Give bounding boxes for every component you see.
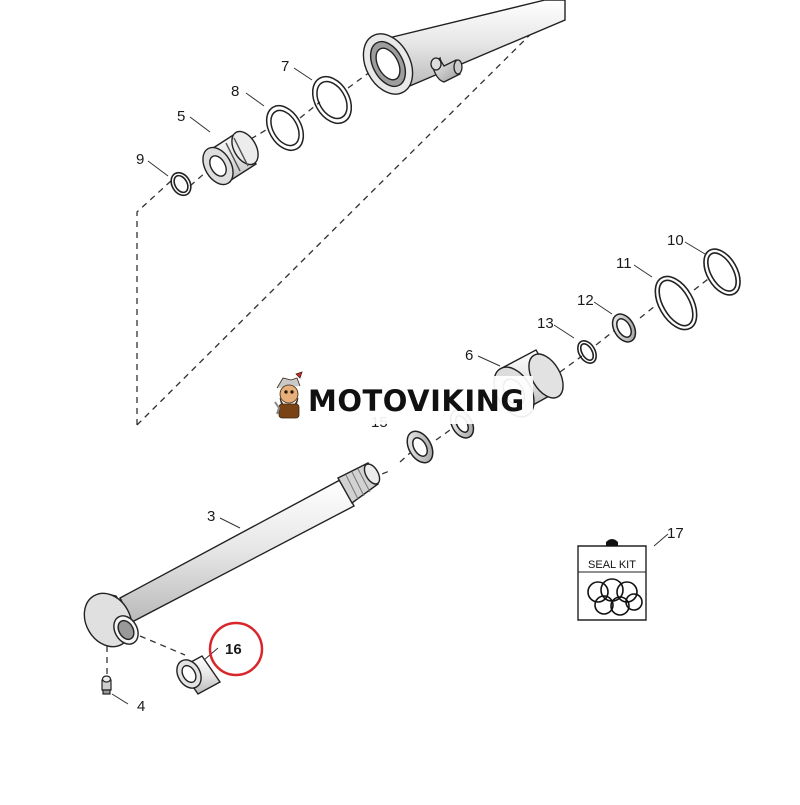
ring-part-7	[311, 75, 353, 125]
rod-eye	[83, 592, 139, 648]
ring-part-11	[654, 275, 698, 331]
callout-8: 8	[231, 83, 239, 100]
highlight-circle	[208, 621, 264, 677]
leader-lines	[111, 67, 706, 705]
piston-rod-part-3	[119, 462, 381, 623]
ring-part-8	[265, 104, 305, 152]
barrel-tube	[362, 0, 566, 95]
callout-4: 4	[137, 698, 145, 715]
callout-16: 16	[225, 641, 242, 658]
ring-part-10	[703, 248, 741, 296]
grease-fitting-part-4	[101, 675, 112, 695]
seal-kit-rings	[587, 578, 643, 616]
callout-11: 11	[616, 255, 632, 272]
highlighted-callout-16[interactable]: 16	[208, 621, 264, 677]
seal-kit-label: SEAL KIT	[588, 559, 636, 571]
callout-13: 13	[537, 315, 554, 332]
seal-kit-card[interactable]: SEAL KIT	[577, 539, 647, 621]
o-ring-part-13	[577, 340, 597, 364]
bushing-part-16	[176, 655, 222, 695]
o-ring-part-9	[170, 171, 192, 197]
motoviking-watermark: MOTOVIKING	[263, 371, 533, 424]
piston-part-5	[202, 130, 259, 186]
callout-5: 5	[177, 108, 185, 125]
callout-6: 6	[465, 347, 473, 364]
callout-7: 7	[281, 58, 289, 75]
callout-labels: 3 4 5 6 7 8 9 10 11 12 13 15 17	[136, 58, 684, 715]
callout-12: 12	[577, 292, 594, 309]
callout-9: 9	[136, 151, 144, 168]
assembly-dashed-lines	[106, 0, 713, 680]
seal-part-12	[611, 313, 637, 343]
viking-mascot-icon	[274, 371, 303, 419]
callout-10: 10	[667, 232, 684, 249]
brand-name: MOTOVIKING	[308, 384, 525, 418]
callout-3: 3	[207, 508, 215, 525]
elbow-fitting	[430, 56, 463, 83]
callout-17: 17	[667, 525, 684, 542]
